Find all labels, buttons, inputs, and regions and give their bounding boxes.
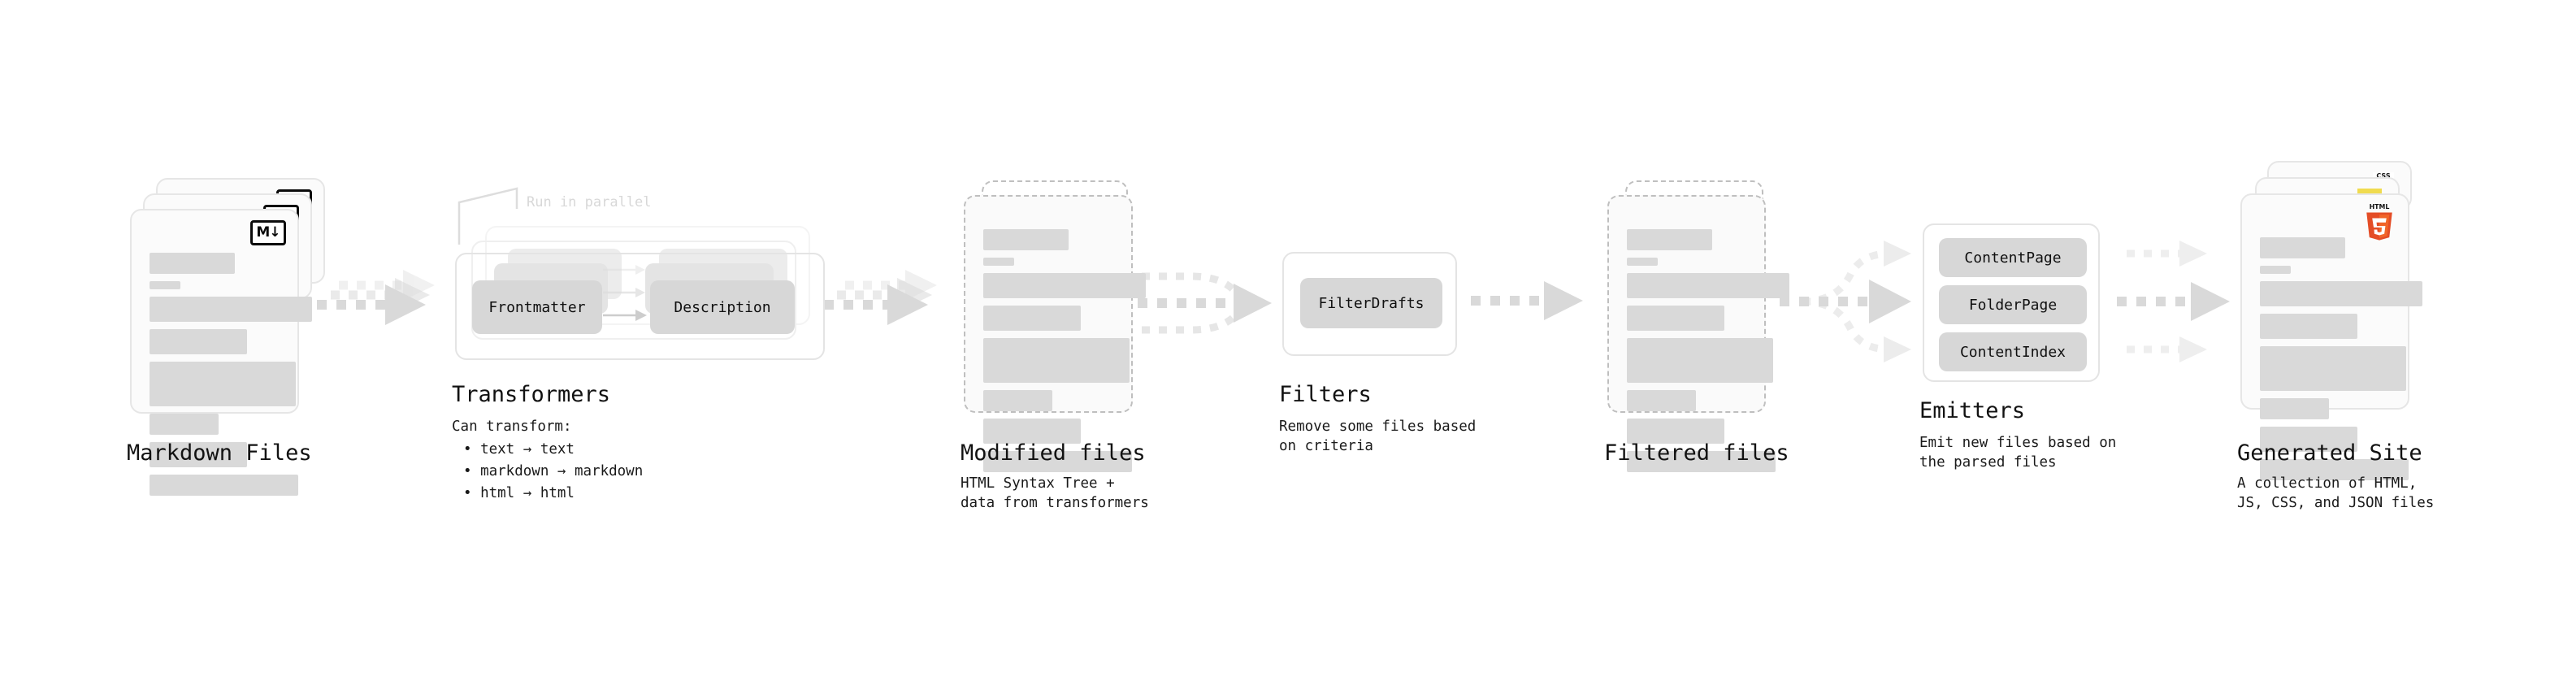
doc-content-bar xyxy=(983,306,1081,331)
doc-content-bar xyxy=(1627,306,1724,331)
transformer-panel-front: Frontmatter Description xyxy=(455,253,825,360)
doc-content-bar xyxy=(983,451,1132,472)
doc-content-bar xyxy=(983,273,1146,298)
doc-content-bar xyxy=(983,419,1081,444)
doc-content-bar xyxy=(2260,266,2291,274)
transformer-chip-frontmatter[interactable]: Frontmatter xyxy=(472,280,602,334)
doc-content-bar xyxy=(2260,346,2406,391)
stage-title-emitters: Emitters xyxy=(1919,398,2026,423)
filter-chip-filterdrafts[interactable]: FilterDrafts xyxy=(1300,278,1442,328)
stage-title-generated-site: Generated Site xyxy=(2237,440,2422,466)
doc-content-bars xyxy=(2260,237,2422,488)
stage-title-transformers: Transformers xyxy=(452,382,611,407)
transformers-bullet-0: • text → text xyxy=(463,441,575,458)
doc-content-bar xyxy=(1627,338,1773,383)
emitter-chip-folderpage-label: FolderPage xyxy=(1968,296,2058,314)
emitter-chip-folderpage[interactable]: FolderPage xyxy=(1939,285,2087,324)
doc-content-bar xyxy=(2260,314,2357,339)
doc-content-bar xyxy=(983,229,1069,250)
arrow-filtered-to-emitters xyxy=(1780,241,1911,362)
arrow-transformers-to-modified xyxy=(824,270,937,325)
modified-doc-front xyxy=(964,195,1146,472)
doc-content-bar xyxy=(2260,237,2345,258)
site-doc-front: HTML xyxy=(2240,193,2422,480)
generated-site-subtitle: A collection of HTML, JS, CSS, and JSON … xyxy=(2237,475,2435,511)
doc-content-bars xyxy=(150,253,312,503)
modified-files-subtitle: HTML Syntax Tree + data from transformer… xyxy=(961,475,1149,511)
doc-content-bar xyxy=(150,329,247,354)
stage-title-filtered-files: Filtered files xyxy=(1604,440,1789,466)
doc-content-bar xyxy=(2260,281,2422,306)
doc-content-bar xyxy=(150,281,180,289)
doc-content-bar xyxy=(1627,273,1789,298)
markdown-badge-icon: M↓ xyxy=(250,220,286,245)
doc-content-bar xyxy=(150,442,247,467)
emitters-subtitle: Emit new files based on the parsed files xyxy=(1919,435,2117,471)
doc-content-bar xyxy=(983,338,1130,383)
transformer-chip-frontmatter-label: Frontmatter xyxy=(488,298,586,316)
doc-content-bar xyxy=(983,258,1014,266)
doc-content-bar xyxy=(150,253,235,274)
transformers-bullet-1: • markdown → markdown xyxy=(463,463,644,479)
emitter-chip-contentpage-label: ContentPage xyxy=(1964,249,2062,267)
doc-content-bar xyxy=(1627,419,1724,444)
doc-content-bar xyxy=(1627,451,1776,472)
arrow-emitters-to-site xyxy=(2117,241,2230,362)
doc-content-bars xyxy=(1627,229,1789,479)
arrow-filters-to-filtered xyxy=(1471,281,1583,320)
filter-chip-filterdrafts-label: FilterDrafts xyxy=(1318,294,1425,312)
stage-title-filters: Filters xyxy=(1279,382,1372,407)
emitters-panel: ContentPage FolderPage ContentIndex xyxy=(1923,223,2100,382)
html5-badge-icon: HTML xyxy=(2362,202,2396,241)
markdown-doc-front: M↓ xyxy=(130,209,312,496)
stage-title-markdown-files: Markdown Files xyxy=(127,440,312,466)
run-in-parallel-label: Run in parallel xyxy=(527,194,652,210)
stage-title-modified-files: Modified files xyxy=(961,440,1146,466)
doc-content-bar xyxy=(150,362,296,406)
arrow-markdown-to-transformers xyxy=(317,270,435,325)
arrow-modified-to-filters xyxy=(1138,272,1272,334)
svg-text:HTML: HTML xyxy=(2370,203,2390,210)
doc-content-bars xyxy=(983,229,1146,479)
doc-content-bar xyxy=(1627,258,1658,266)
emitter-chip-contentpage[interactable]: ContentPage xyxy=(1939,238,2087,277)
doc-content-bar xyxy=(2260,459,2409,480)
emitter-chip-contentindex[interactable]: ContentIndex xyxy=(1939,332,2087,371)
transformer-inner-arrows xyxy=(603,265,647,321)
transformers-bullet-2: • html → html xyxy=(463,485,575,501)
doc-content-bar xyxy=(150,475,298,496)
doc-content-bar xyxy=(2260,427,2357,452)
filters-panel: FilterDrafts xyxy=(1282,252,1457,356)
doc-content-bar xyxy=(150,297,312,322)
filtered-doc-front xyxy=(1607,195,1789,472)
doc-content-bar xyxy=(150,414,219,435)
emitter-chip-contentindex-label: ContentIndex xyxy=(1959,343,2066,361)
transformers-subtitle: Can transform: xyxy=(452,419,572,435)
filters-subtitle: Remove some files based on criteria xyxy=(1279,419,1477,454)
doc-content-bar xyxy=(1627,229,1712,250)
doc-content-bar xyxy=(1627,390,1696,411)
doc-content-bar xyxy=(2260,398,2329,419)
doc-content-bar xyxy=(983,390,1052,411)
transformer-chip-description-label: Description xyxy=(674,298,771,316)
transformer-chip-description[interactable]: Description xyxy=(650,280,795,334)
